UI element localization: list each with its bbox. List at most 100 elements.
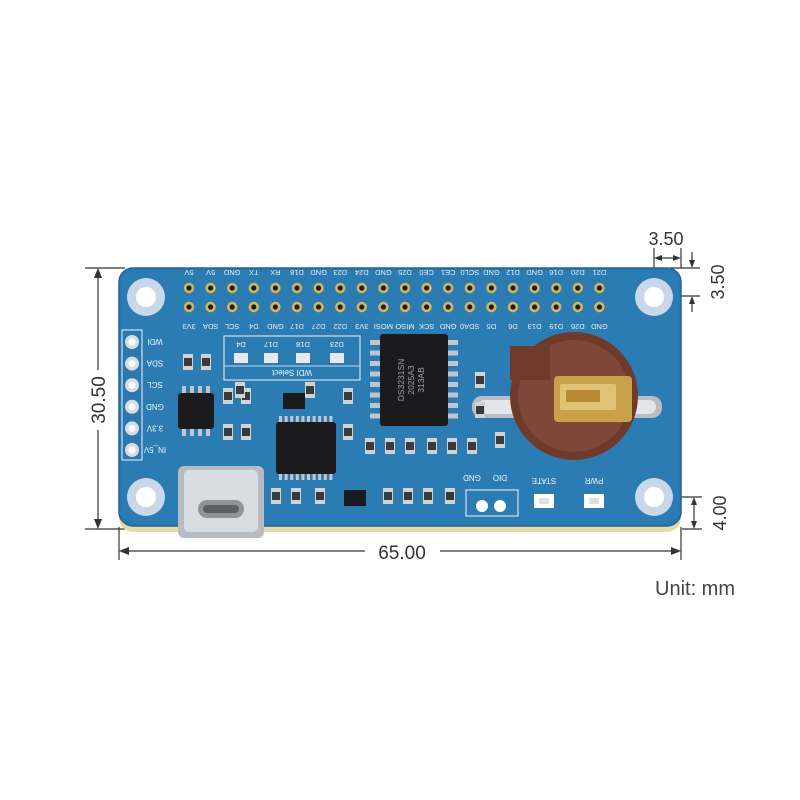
side-pin-label: 3.3V (146, 423, 163, 432)
smd-component (467, 438, 477, 454)
header-top-label: D18 (290, 268, 304, 277)
header-pin (529, 301, 540, 313)
header-top-label: D20 (571, 268, 585, 277)
header-top-label: D12 (506, 268, 520, 277)
header-bottom-label: D19 (549, 322, 563, 331)
header-top-label: CE0 (419, 268, 434, 277)
header-pin (529, 282, 540, 294)
header-pin (399, 282, 411, 294)
dimension-hole-offset-y-value: 3.50 (708, 264, 728, 299)
header-pin (313, 282, 324, 294)
smd-component (475, 402, 485, 418)
smd-component (445, 488, 455, 504)
header-top-label: GND (374, 268, 391, 277)
header-pin (205, 282, 216, 294)
header-top-label: 5V (184, 268, 193, 277)
unit-label: Unit: mm (655, 578, 735, 600)
header-bottom-label: GND (590, 322, 607, 331)
wdi-select-option: D18 (296, 340, 310, 349)
header-bottom-label: D27 (312, 322, 326, 331)
header-pin (378, 301, 389, 313)
header-pin (443, 301, 454, 313)
header-pin (335, 282, 346, 294)
transistor-top (283, 393, 305, 409)
header-pin (335, 301, 346, 313)
header-pin (421, 282, 432, 294)
dimension-height-value: 30.50 (89, 376, 110, 424)
side-pin (125, 399, 139, 414)
header-pin (183, 282, 195, 294)
smd-component (383, 488, 393, 504)
header-top-label: CE1 (441, 268, 456, 277)
smd-component (403, 488, 413, 504)
header-pin (205, 301, 216, 313)
header-pin (486, 282, 497, 294)
wdi-select-block (223, 335, 361, 381)
header-pin (227, 282, 238, 294)
header-pin (291, 282, 303, 294)
header-top-label: GND (223, 268, 240, 277)
header-top-label: SCL0 (460, 268, 479, 277)
wdi-select-option: D23 (330, 340, 344, 349)
wdi-select-options: D4 D17 D18 D23 (236, 340, 344, 349)
header-pin (399, 301, 411, 313)
header-top-label: GND (482, 268, 499, 277)
header-bottom-label: MISO (395, 322, 414, 331)
header-pin (270, 282, 281, 294)
smd-component (343, 388, 353, 404)
smd-component (271, 488, 281, 504)
side-pin-label: SCL (147, 380, 163, 389)
smd-component (183, 354, 193, 370)
wdi-select-option: D4 (236, 340, 246, 349)
header-bottom-label: 3V3 (355, 322, 368, 331)
header-bottom-label: D17 (290, 322, 304, 331)
header-pin (356, 282, 367, 294)
header-pin (486, 301, 497, 313)
header-bottom-label: GND (266, 322, 283, 331)
smd-component (241, 424, 251, 440)
smd-component (365, 438, 375, 454)
side-pin (125, 356, 139, 371)
header-top-label: TX (249, 268, 259, 277)
header-top-label: D23 (333, 268, 347, 277)
side-pin-label: SDA (146, 359, 163, 368)
header-pin (227, 301, 238, 313)
dimension-width (118, 527, 682, 560)
header-pin (270, 301, 281, 313)
smd-component (305, 382, 315, 398)
smd-component (201, 354, 211, 370)
bottom-label: DIO (493, 473, 507, 482)
bottom-label: GND (463, 473, 481, 482)
mounting-holes (127, 278, 673, 516)
header-pin (378, 282, 389, 294)
wdi-select-title: WDI Select (271, 368, 312, 377)
bottom-label: PWR (584, 476, 603, 485)
header-pin (443, 282, 454, 294)
header-bottom-label: SDA0 (460, 322, 480, 331)
smd-component (343, 424, 353, 440)
side-pin-holes (125, 335, 139, 457)
side-connector (121, 329, 143, 461)
pwr-led (584, 494, 604, 508)
wdi-select-option: D17 (264, 340, 278, 349)
dimension-width-value: 65.00 (378, 543, 426, 564)
state-led (534, 494, 554, 508)
side-pin (125, 335, 139, 349)
smd-component (315, 488, 325, 504)
header-bottom-label: GND (439, 322, 456, 331)
watchdog-ic (178, 386, 214, 436)
header-pin (551, 282, 562, 294)
header-pin (313, 301, 324, 313)
header-top-label: 5V (206, 268, 215, 277)
smd-component (405, 438, 415, 454)
rtc-chip (370, 334, 458, 426)
header-bottom-label: D22 (333, 322, 347, 331)
smd-component (223, 388, 233, 404)
header-top-label: GND (310, 268, 327, 277)
smd-component (223, 424, 233, 440)
gpio-header (183, 282, 605, 313)
